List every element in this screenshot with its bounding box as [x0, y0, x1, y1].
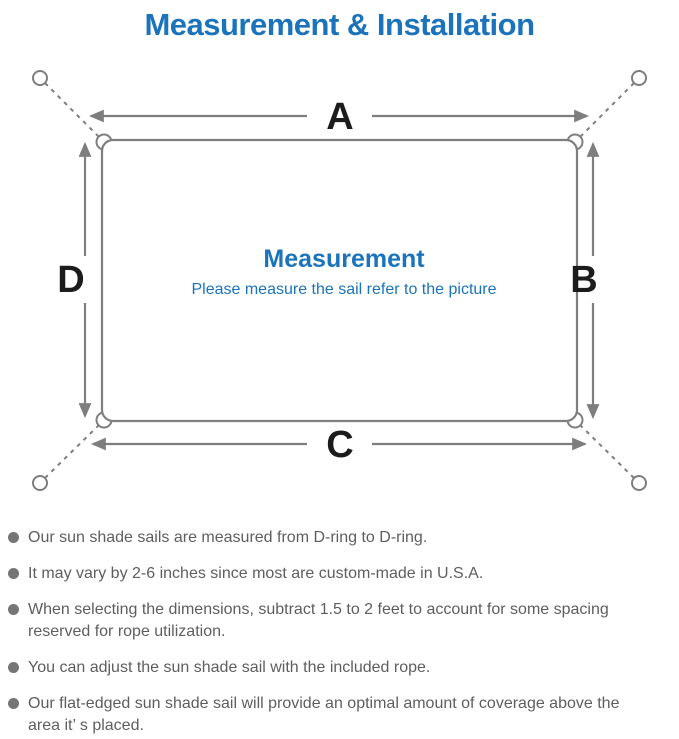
- sail-measurement-diagram: A B C D Measurement Please measure the s…: [32, 70, 647, 491]
- note-text: You can adjust the sun shade sail with t…: [28, 659, 431, 676]
- bullet-icon: [8, 604, 19, 615]
- list-item: Our flat-edged sun shade sail will provi…: [8, 693, 673, 737]
- list-item: You can adjust the sun shade sail with t…: [8, 657, 673, 679]
- dimension-arrows: [78, 109, 600, 451]
- rope-line-bottom-left: [44, 422, 102, 479]
- notes-list: Our sun shade sails are measured from D-…: [0, 508, 679, 737]
- dimension-label-a: A: [326, 96, 353, 138]
- note-text: Our sun shade sails are measured from D-…: [28, 529, 428, 546]
- anchor-points: [32, 70, 647, 491]
- sail-rectangle: [100, 138, 579, 423]
- anchor-circle-top-left: [32, 70, 48, 86]
- list-item: When selecting the dimensions, subtract …: [8, 599, 673, 643]
- note-text: Our flat-edged sun shade sail will provi…: [28, 695, 620, 734]
- bullet-icon: [8, 568, 19, 579]
- rope-dashed-lines: [44, 82, 635, 479]
- dimension-label-d: D: [57, 259, 84, 301]
- note-text: When selecting the dimensions, subtract …: [28, 601, 609, 640]
- rope-line-bottom-right: [577, 422, 635, 479]
- dimension-label-b: B: [570, 259, 597, 301]
- rope-line-top-right: [577, 82, 635, 140]
- diagram-center-heading: Measurement: [263, 245, 425, 273]
- anchor-circle-bottom-left: [32, 475, 48, 491]
- page-title: Measurement & Installation: [144, 7, 535, 42]
- bullet-icon: [8, 532, 19, 543]
- bullet-icon: [8, 662, 19, 673]
- rope-line-top-left: [44, 82, 102, 140]
- anchor-circle-top-right: [631, 70, 647, 86]
- list-item: Our sun shade sails are measured from D-…: [8, 527, 673, 549]
- dimension-label-c: C: [326, 424, 353, 466]
- note-text: It may vary by 2-6 inches since most are…: [28, 565, 484, 582]
- list-item: It may vary by 2-6 inches since most are…: [8, 563, 673, 585]
- diagram-center-caption: Please measure the sail refer to the pic…: [191, 281, 496, 298]
- bullet-icon: [8, 698, 19, 709]
- anchor-circle-bottom-right: [631, 475, 647, 491]
